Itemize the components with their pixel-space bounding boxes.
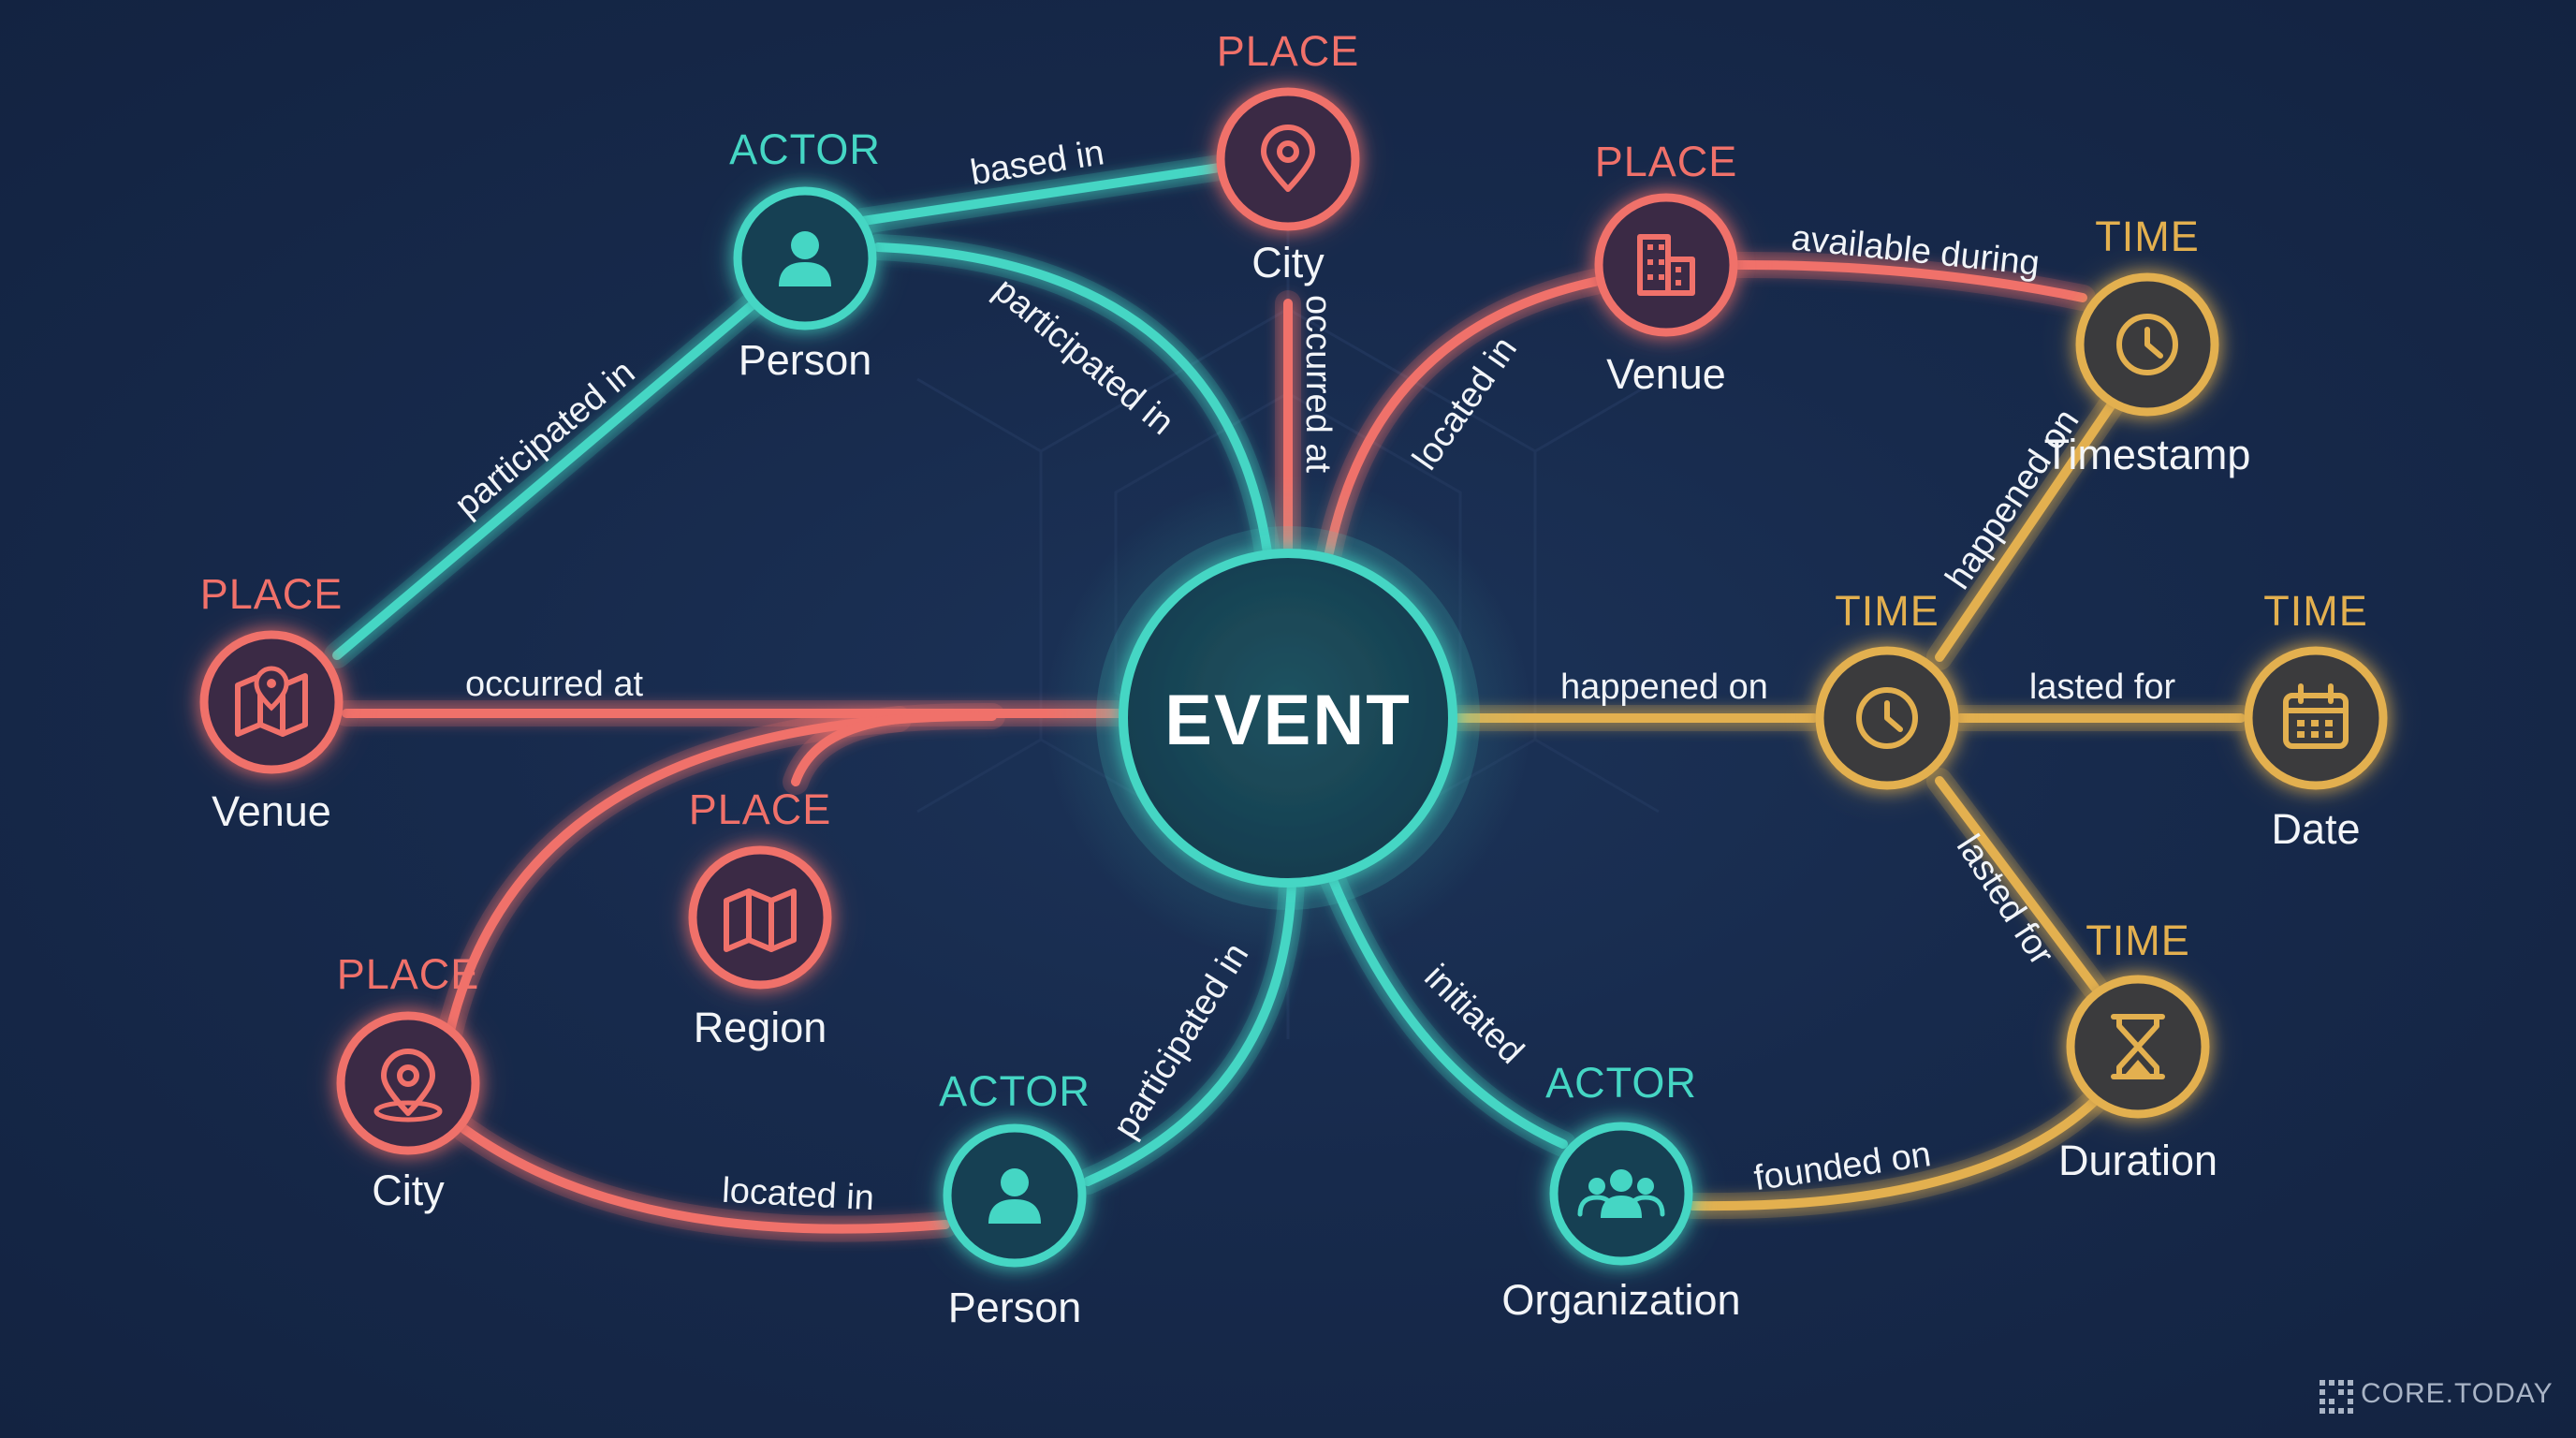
node-time-date[interactable]: TIME Date	[2235, 587, 2396, 853]
node-type-label: PLACE	[689, 785, 832, 833]
edge-city-located-in-person	[460, 1124, 950, 1234]
node-time-duration[interactable]: TIME Duration	[2057, 917, 2218, 1184]
node-label: Region	[694, 1004, 827, 1051]
node-label: Person	[948, 1284, 1082, 1331]
node-type-label: PLACE	[337, 950, 480, 998]
watermark: CORE.TODAY	[2320, 1378, 2554, 1414]
clock-icon	[1856, 687, 1918, 749]
location-pin-icon	[373, 1049, 443, 1123]
edge-person-based-in-city	[858, 161, 1237, 226]
node-actor-person-top[interactable]: ACTOR Person	[724, 125, 886, 384]
node-type-label: TIME	[2263, 587, 2368, 635]
node-circle	[2244, 646, 2388, 790]
folded-map-pin-icon	[235, 666, 308, 737]
node-place-venue-top[interactable]: PLACE Venue	[1586, 138, 1747, 398]
edge-time-happened-on-timestamp	[1935, 400, 2116, 662]
node-circle	[1549, 1122, 1693, 1266]
edge-venue-available-during-timestamp	[1729, 259, 2087, 302]
node-time-center[interactable]: TIME	[1807, 587, 1968, 799]
node-type-label: PLACE	[1595, 138, 1738, 185]
node-place-region[interactable]: PLACE Region	[680, 785, 841, 1051]
node-label: Person	[739, 336, 872, 384]
node-type-label: ACTOR	[939, 1067, 1090, 1115]
node-type-label: ACTOR	[729, 125, 881, 173]
node-type-label: TIME	[1835, 587, 1939, 635]
node-type-label: TIME	[2086, 917, 2190, 964]
node-type-label: PLACE	[1217, 27, 1360, 75]
node-type-label: ACTOR	[1545, 1059, 1697, 1107]
node-label: City	[372, 1167, 445, 1214]
nodes: ACTORPersonPLACECityPLACEVenueTIMETimest…	[191, 27, 2396, 1331]
watermark-text: CORE.TODAY	[2361, 1378, 2554, 1409]
person-icon	[779, 231, 831, 286]
map-pin-icon	[1261, 125, 1315, 192]
edge-venue-participated-in-person	[332, 297, 761, 660]
node-label: Venue	[1606, 350, 1726, 398]
edge-organization-founded-on-duration	[1688, 1093, 2103, 1211]
edge-label-occurred-at-city: occurred at	[1298, 295, 1338, 474]
edge-label-lasted-for-date: lasted for	[2029, 668, 2176, 707]
node-time-timestamp[interactable]: TIME Timestamp	[2044, 213, 2251, 478]
calendar-icon	[2283, 683, 2349, 749]
node-label: Organization	[1501, 1276, 1740, 1324]
node-place-city-bottom[interactable]: PLACE City	[328, 950, 489, 1214]
edge-region-to-event	[791, 714, 903, 786]
node-label: City	[1251, 239, 1325, 286]
node-label: Duration	[2058, 1137, 2217, 1184]
hourglass-icon	[2111, 1014, 2165, 1079]
map-icon	[724, 888, 797, 952]
node-label: Timestamp	[2044, 431, 2251, 478]
node-actor-organization[interactable]: ACTOR Organization	[1501, 1059, 1740, 1324]
node-actor-person-bottom[interactable]: ACTOR Person	[934, 1067, 1095, 1331]
event-label: EVENT	[1164, 681, 1411, 760]
edge-label-located-in-city: located in	[721, 1171, 875, 1218]
edge-label-occurred-at-venue: occurred at	[465, 665, 644, 704]
core-today-logo-icon	[2320, 1380, 2353, 1414]
building-icon	[1637, 234, 1695, 296]
event-node[interactable]: EVENT	[1045, 475, 1531, 961]
node-type-label: PLACE	[200, 570, 344, 618]
node-circle	[688, 845, 832, 990]
edge-label-happened-on-event: happened on	[1560, 668, 1768, 707]
node-label: Venue	[212, 787, 331, 835]
node-place-venue-left[interactable]: PLACE Venue	[191, 570, 352, 835]
clock-icon	[2116, 314, 2178, 375]
edge-time-lasted-for-duration	[1935, 776, 2100, 992]
person-icon	[988, 1168, 1041, 1224]
node-label: Date	[2271, 805, 2360, 853]
group-icon	[1577, 1169, 1665, 1218]
node-type-label: TIME	[2095, 213, 2200, 260]
edge-person-participated-in-event	[873, 242, 1272, 557]
node-place-city-top[interactable]: PLACE City	[1208, 27, 1368, 286]
